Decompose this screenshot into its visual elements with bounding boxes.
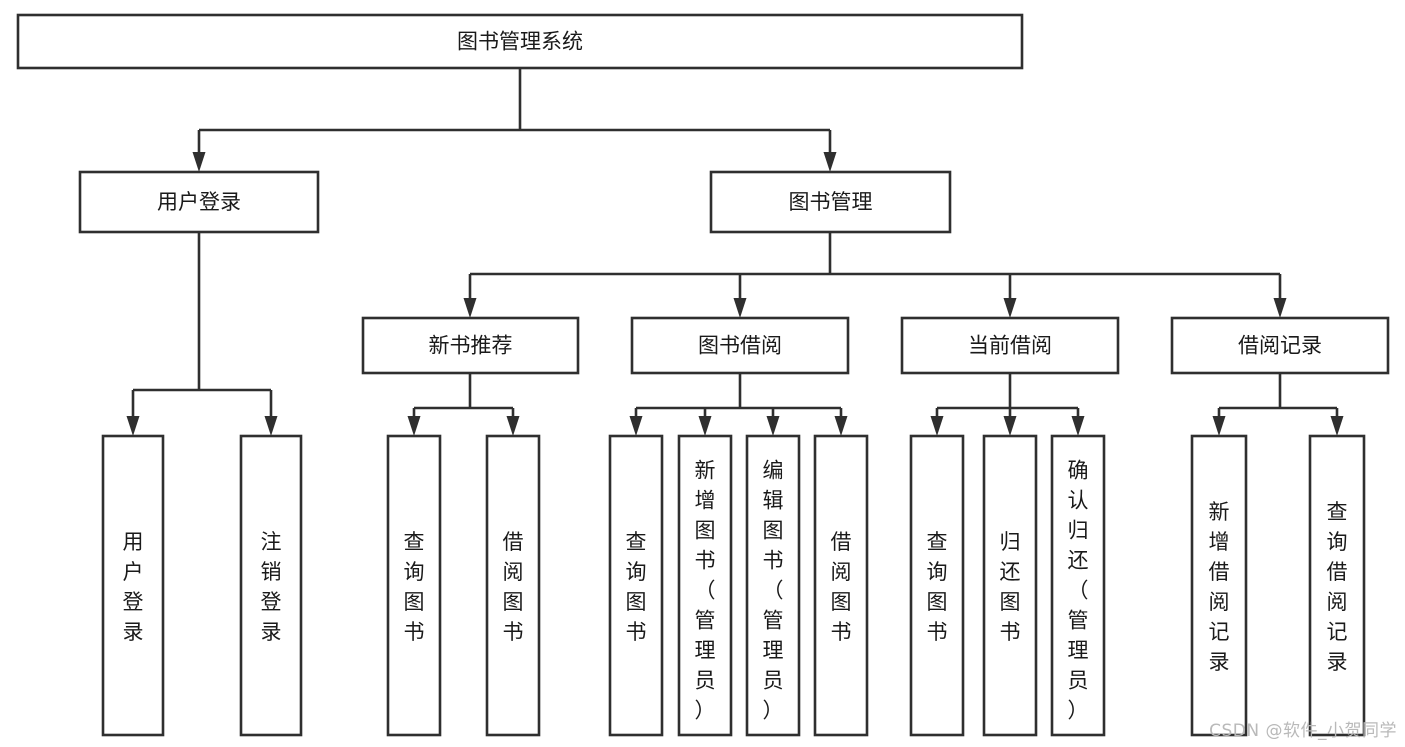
leaf-label: 查询借阅记录 — [1327, 500, 1348, 674]
leaf-node[interactable]: 查询借阅记录 — [1308, 434, 1366, 737]
level2-box[interactable] — [78, 170, 320, 234]
level3-box[interactable] — [900, 316, 1120, 375]
level2-node[interactable]: 用户登录 — [78, 170, 320, 234]
leaf-node[interactable]: 注销登录 — [239, 434, 303, 737]
level2-box[interactable] — [709, 170, 952, 234]
leaf-label: 查询图书 — [927, 530, 948, 644]
level3-node[interactable]: 当前借阅 — [900, 316, 1120, 375]
leaf-node[interactable]: 归还图书 — [982, 434, 1038, 737]
connector-layer — [126, 68, 1344, 436]
leaf-node[interactable]: 编辑图书（管理员） — [745, 434, 801, 737]
level3-box[interactable] — [361, 316, 580, 375]
connector-userlogin-to-leaves — [126, 232, 278, 436]
leaf-label: 编辑图书（管理员） — [763, 458, 784, 722]
leaf-node[interactable]: 新增借阅记录 — [1190, 434, 1248, 737]
leaf-box[interactable] — [1050, 434, 1106, 737]
connector-newbook-to-leaves — [407, 373, 520, 436]
leaf-label: 借阅图书 — [503, 530, 524, 644]
leaf-node[interactable]: 查询图书 — [909, 434, 965, 737]
leaf-node[interactable]: 新增图书（管理员） — [677, 434, 733, 737]
level3-node[interactable]: 新书推荐 — [361, 316, 580, 375]
leaf-label: 借阅图书 — [831, 530, 852, 644]
level3-node[interactable]: 图书借阅 — [630, 316, 850, 375]
leaf-label: 查询图书 — [626, 530, 647, 644]
leaf-box[interactable] — [386, 434, 442, 737]
level2-label: 图书管理 — [789, 190, 873, 214]
leaf-box[interactable] — [239, 434, 303, 737]
connector-record-to-leaves — [1212, 373, 1344, 436]
leaf-box[interactable] — [677, 434, 733, 737]
connector-borrow-to-leaves — [629, 373, 848, 436]
leaf-box[interactable] — [982, 434, 1038, 737]
leaf-node[interactable]: 用户登录 — [101, 434, 165, 737]
root-label: 图书管理系统 — [457, 30, 583, 54]
leaf-node[interactable]: 查询图书 — [608, 434, 664, 737]
level3-label: 图书借阅 — [698, 334, 782, 358]
leaf-node[interactable]: 查询图书 — [386, 434, 442, 737]
leaf-node[interactable]: 借阅图书 — [485, 434, 541, 737]
leaf-label: 归还图书 — [1000, 530, 1021, 644]
leaf-label: 新增借阅记录 — [1209, 500, 1230, 674]
level3-node[interactable]: 借阅记录 — [1170, 316, 1390, 375]
leaf-node[interactable]: 借阅图书 — [813, 434, 869, 737]
leaf-box[interactable] — [101, 434, 165, 737]
root-node[interactable]: 图书管理系统 — [16, 13, 1024, 70]
leaf-box[interactable] — [1190, 434, 1248, 737]
leaf-label: 查询图书 — [404, 530, 425, 644]
connector-current-to-leaves — [930, 373, 1085, 436]
root-box[interactable] — [16, 13, 1024, 70]
leaf-box[interactable] — [813, 434, 869, 737]
leaf-node[interactable]: 确认归还（管理员） — [1050, 434, 1106, 737]
leaf-box[interactable] — [1308, 434, 1366, 737]
leaf-label: 新增图书（管理员） — [695, 458, 716, 722]
level3-label: 新书推荐 — [429, 334, 513, 358]
level2-label: 用户登录 — [157, 190, 241, 214]
node-layer: 图书管理系统用户登录图书管理新书推荐图书借阅当前借阅借阅记录用户登录注销登录查询… — [16, 13, 1390, 737]
leaf-label: 确认归还（管理员） — [1068, 458, 1089, 722]
connector-bookmgmt-to-level3 — [463, 232, 1287, 318]
level2-node[interactable]: 图书管理 — [709, 170, 952, 234]
leaf-label: 注销登录 — [261, 530, 282, 644]
level3-label: 当前借阅 — [968, 334, 1052, 358]
leaf-box[interactable] — [485, 434, 541, 737]
leaf-box[interactable] — [745, 434, 801, 737]
level3-label: 借阅记录 — [1238, 334, 1322, 358]
connector-root-to-level2 — [192, 68, 837, 172]
level3-box[interactable] — [1170, 316, 1390, 375]
leaf-box[interactable] — [608, 434, 664, 737]
leaf-box[interactable] — [909, 434, 965, 737]
level3-box[interactable] — [630, 316, 850, 375]
leaf-label: 用户登录 — [123, 530, 144, 644]
